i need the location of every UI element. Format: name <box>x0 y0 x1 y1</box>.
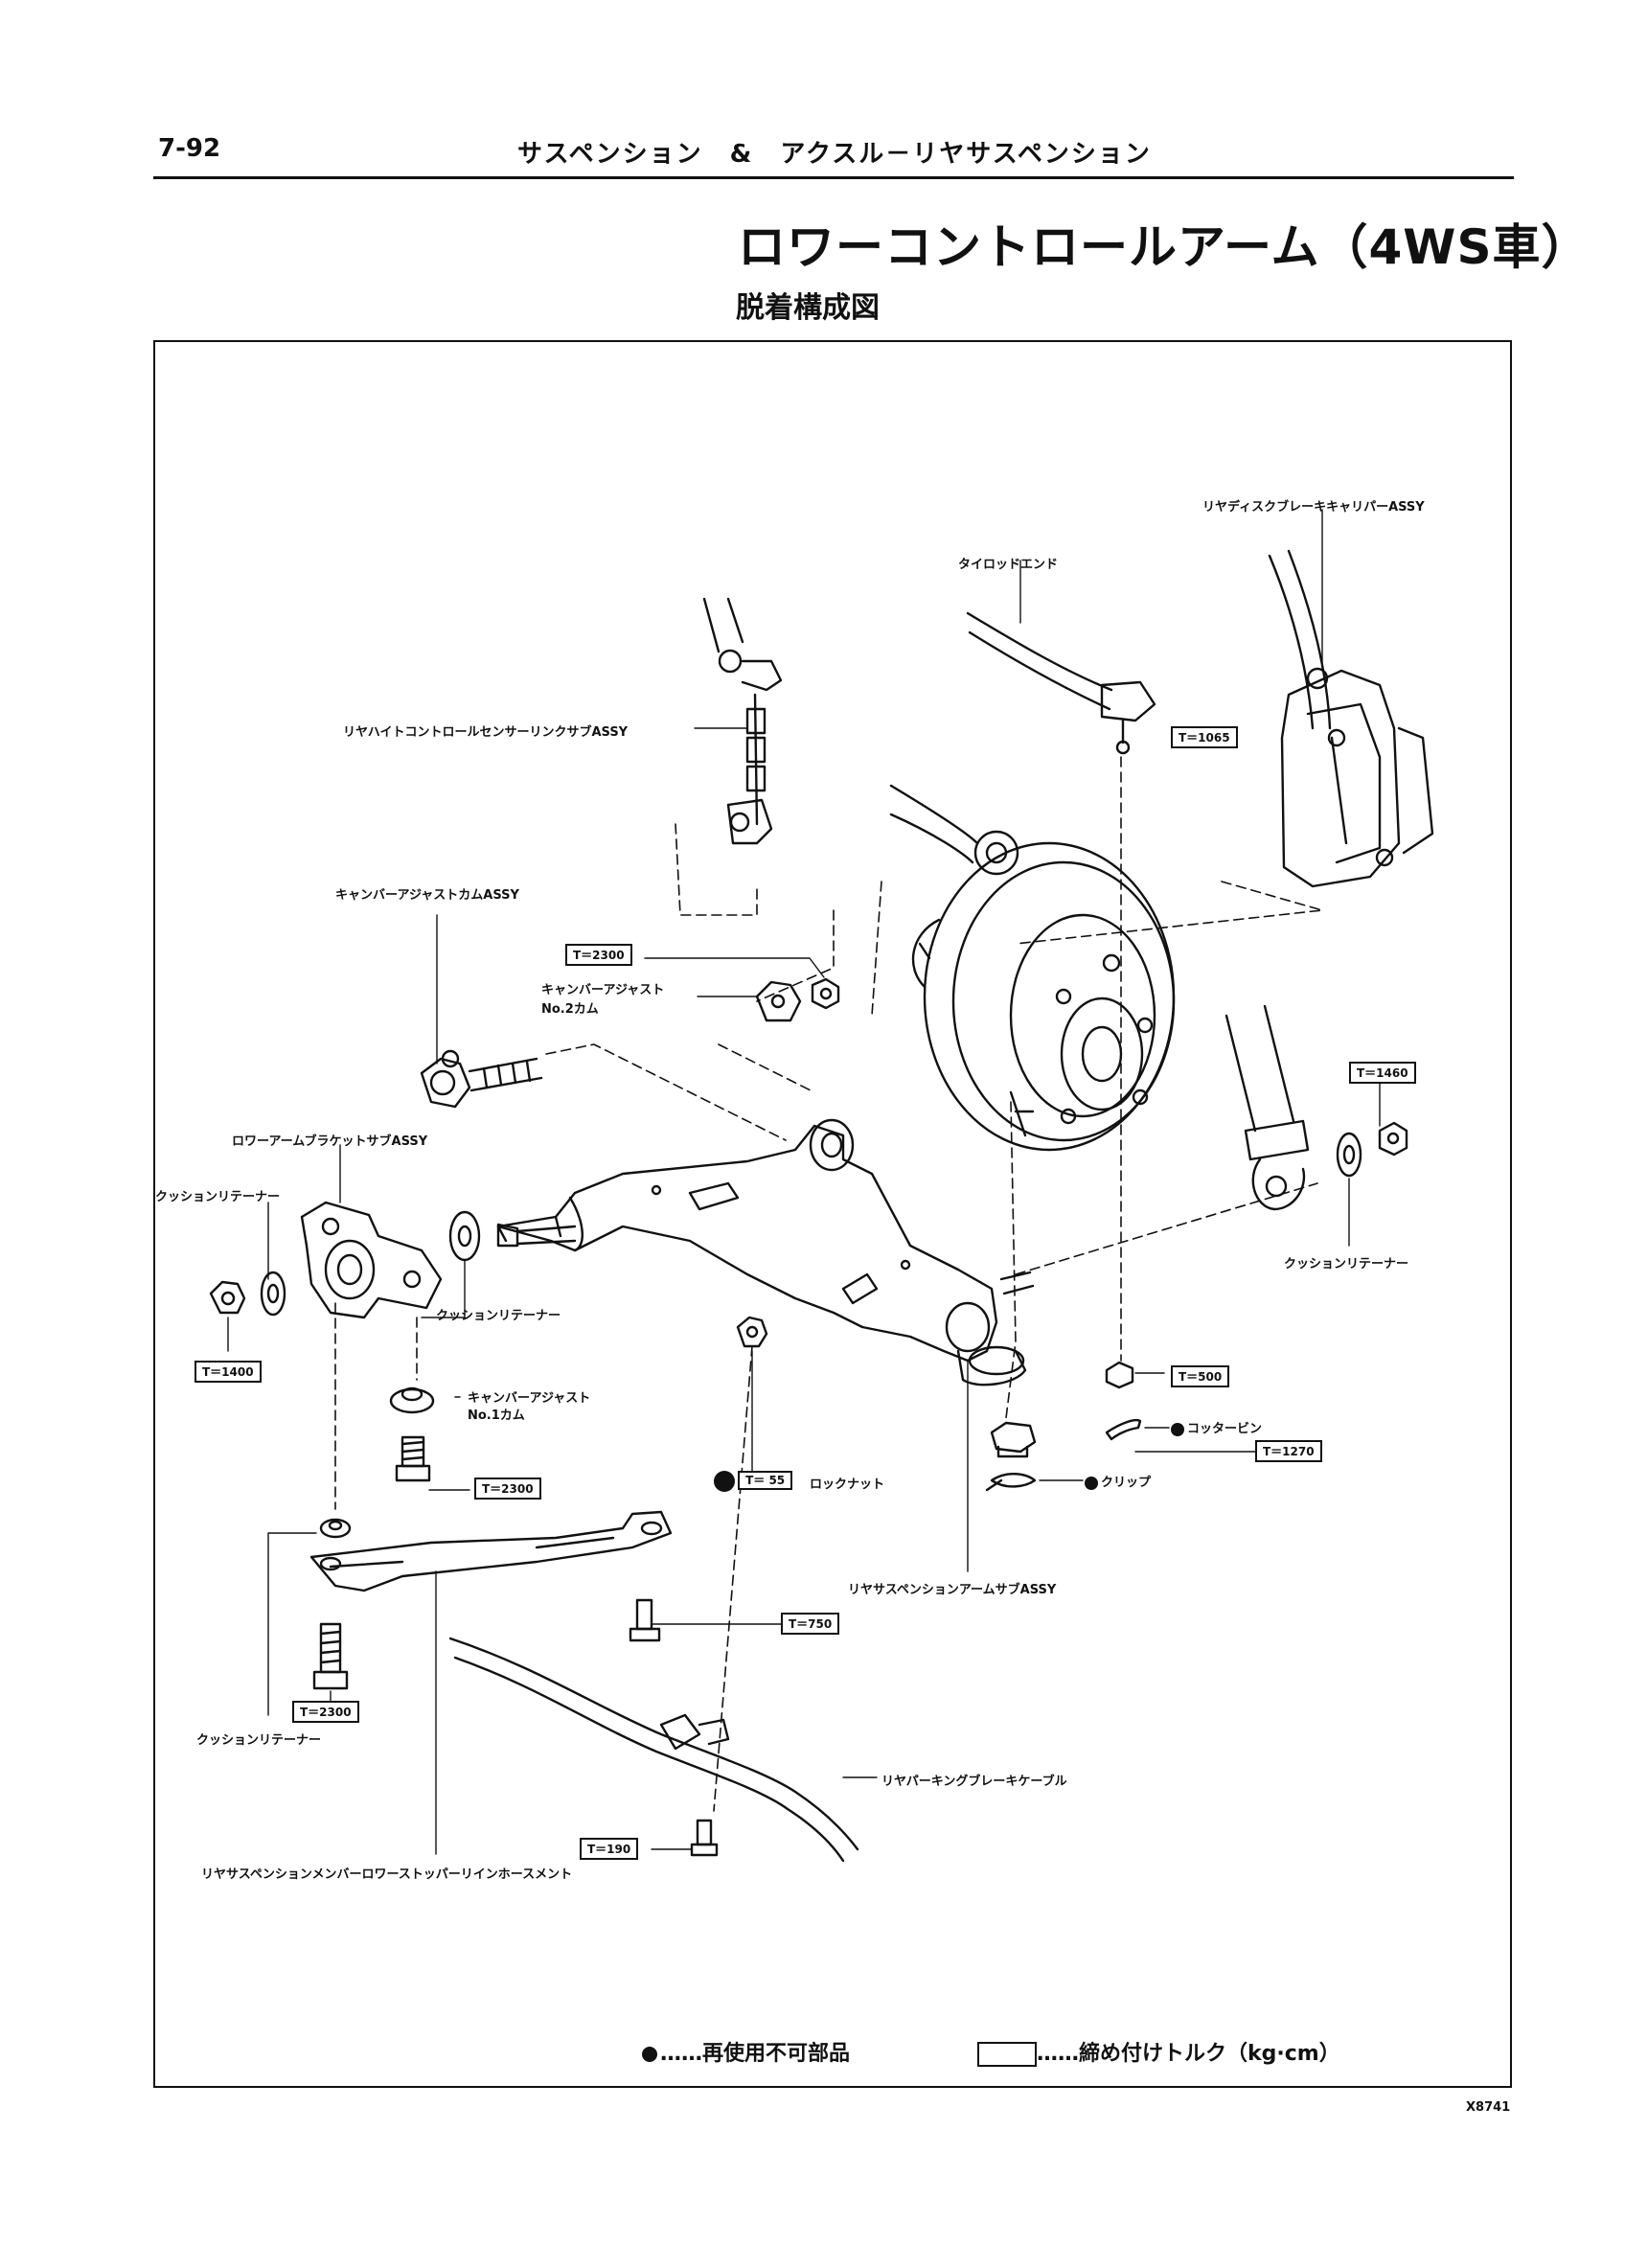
label-caliper: リヤディスクブレーキキャリパーASSY <box>1202 500 1425 515</box>
label-cushion-retainer-right: クッションリテーナー <box>1284 1257 1409 1271</box>
label-tie-rod-end: タイロッドエンド <box>958 558 1059 572</box>
label-height-sensor-link: リヤハイトコントロールセンサーリンクサブASSY <box>343 725 629 740</box>
label-camber-cam-assy: キャンバーアジャストカムASSY <box>335 888 519 903</box>
label-cushion-retainer-left: クッションリテーナー <box>155 1190 281 1204</box>
header-rule <box>153 176 1514 179</box>
non-reusable-dot-icon <box>1171 1422 1184 1436</box>
leader-lines <box>227 509 1381 1855</box>
torque-cable-bolt: T＝190 <box>580 1838 639 1860</box>
stopper-reinforcement-part <box>309 1510 673 1592</box>
non-reusable-dot-icon <box>714 1471 735 1492</box>
axle-hub-part <box>911 841 1176 1152</box>
lock-nut-part <box>736 1316 768 1348</box>
non-reusable-dot-icon <box>1085 1476 1098 1490</box>
torque-caliper-bolt: T＝1065 <box>1171 726 1238 748</box>
torque-castle-nut: T＝1270 <box>1255 1440 1322 1462</box>
label-arm-sub-assy: リヤサスペンションアームサブASSY <box>848 1583 1057 1597</box>
torque-lock-nut-group: T＝ 55 <box>714 1470 794 1492</box>
torque-camber-cam-nut: T＝2300 <box>565 944 632 966</box>
arm-stud-part <box>496 1223 577 1248</box>
legend-torque-text: ……締め付けトルク（kg·cm） <box>1037 2042 1340 2066</box>
torque-shock-nut: T＝1460 <box>1349 1062 1416 1084</box>
camber-cam-bolt-part <box>420 1049 543 1109</box>
camber-cam-1-part <box>389 1386 435 1482</box>
torque-box-icon <box>977 2042 1037 2067</box>
legend-non-reusable-text: ……再使用不可部品 <box>660 2042 851 2066</box>
page-number: 7-92 <box>158 134 221 163</box>
shock-absorber-part <box>1224 1004 1310 1211</box>
left-nut-washer-part <box>209 1271 286 1317</box>
label-cushion-retainer-bottom: クッションリテーナー <box>196 1733 322 1748</box>
label-camber-cam-2-line1: キャンバーアジャスト <box>541 983 665 997</box>
label-parking-cable: リヤパーキングブレーキケーブル <box>881 1775 1067 1789</box>
label-cotter-pin: コッタービン <box>1171 1418 1262 1436</box>
legend-torque: ……締め付けトルク（kg·cm） <box>977 2036 1340 2067</box>
label-cushion-retainer-mid: クッションリテーナー <box>436 1309 561 1323</box>
brake-caliper-part <box>1268 549 1434 888</box>
page-subtitle: 脱着構成図 <box>736 291 880 325</box>
label-lock-nut: ロックナット <box>810 1478 885 1492</box>
assembly-lines <box>334 756 1323 1812</box>
label-clip-text: クリップ <box>1101 1476 1152 1490</box>
label-lower-arm-bracket: ロワーアームブラケットサブASSY <box>232 1134 428 1149</box>
label-camber-cam-1-line1: キャンバーアジャスト <box>468 1391 591 1406</box>
mid-washer-part <box>448 1210 481 1262</box>
parking-cable-part <box>448 1637 859 1863</box>
diagram-frame <box>153 340 1512 2088</box>
legend-non-reusable: ……再使用不可部品 <box>642 2036 850 2067</box>
section-title: サスペンション & アクスル－リヤサスペンション <box>517 140 1152 169</box>
upper-arm-stub-part <box>889 784 1019 876</box>
non-reusable-dot-icon <box>642 2047 657 2062</box>
label-cotter-pin-text: コッタービン <box>1187 1422 1263 1436</box>
label-clip: クリップ <box>1085 1472 1151 1490</box>
shock-nut-washer-part <box>1336 1121 1408 1178</box>
torque-small-nut: T＝500 <box>1171 1365 1230 1387</box>
torque-reinforcement-bolt: T＝750 <box>781 1613 840 1635</box>
torque-cam-bolt: T＝2300 <box>474 1478 541 1500</box>
page-title: ロワーコントロールアーム（4WS車） <box>738 219 1591 275</box>
figure-code: X8741 <box>1466 2100 1511 2115</box>
label-stopper-reinforcement: リヤサスペンションメンバーロワーストッパーリインホースメント <box>201 1867 573 1882</box>
label-camber-cam-1-line2: No.1カム <box>468 1409 525 1423</box>
torque-bracket-nut: T＝1400 <box>195 1361 262 1383</box>
lower-arm-bracket-part <box>300 1201 443 1319</box>
label-camber-cam-2-line2: No.2カム <box>541 1002 599 1017</box>
bottom-bolts-part <box>312 1598 719 1857</box>
torque-bottom-bolt: T＝2300 <box>292 1701 359 1723</box>
height-sensor-link-part <box>702 597 783 845</box>
lower-suspension-arm-part <box>496 1118 1035 1386</box>
camber-cam-2-part <box>755 977 840 1022</box>
tie-rod-end-part <box>966 611 1156 755</box>
torque-lock-nut: T＝ 55 <box>738 1470 793 1490</box>
hardware-right-part <box>985 1361 1142 1492</box>
